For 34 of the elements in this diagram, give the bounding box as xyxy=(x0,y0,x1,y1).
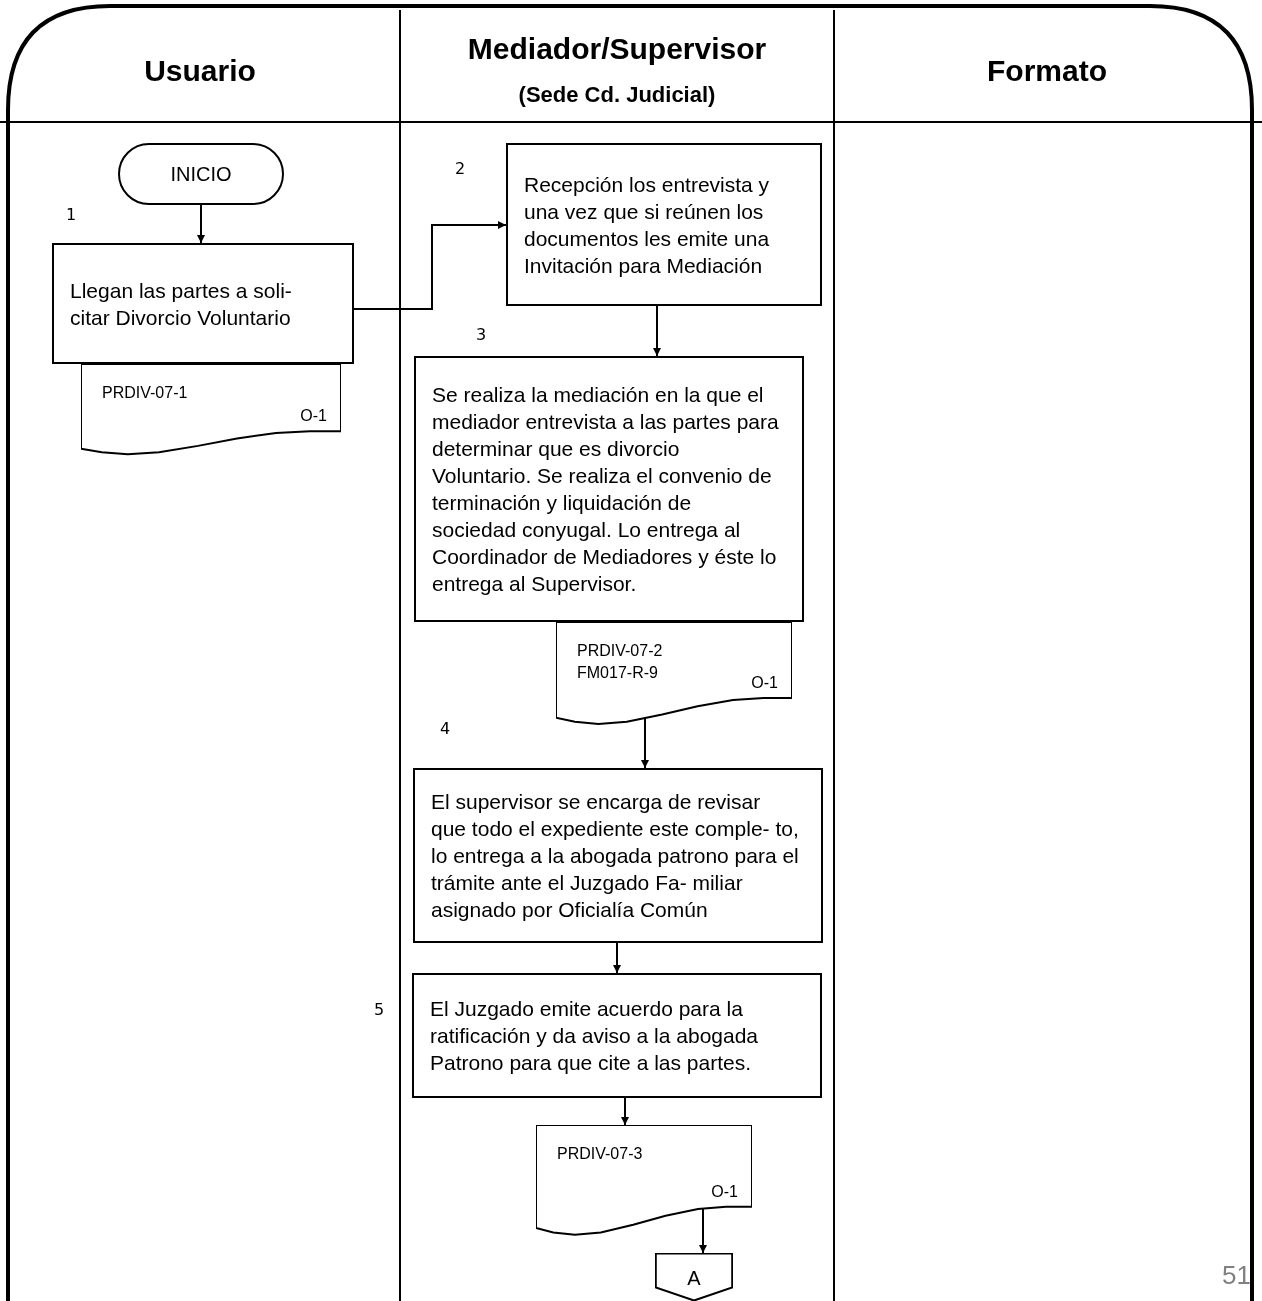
process-box: El supervisor se encarga de revisar que todo el expediente este comple- to, lo entrega a la abogada patrono para el trámite ante el Juzgado Fa- miliar asignado por Oficialía Común xyxy=(413,768,823,943)
step-number: 2 xyxy=(455,158,466,180)
arrow xyxy=(653,305,661,357)
start-terminal: INICIO xyxy=(118,143,284,205)
document-shape xyxy=(536,1125,752,1237)
lane-header: Formato xyxy=(986,53,1108,89)
step-number: 3 xyxy=(476,324,487,346)
document-code: O-1 xyxy=(300,406,327,427)
document-shape xyxy=(81,364,341,456)
process-box: Llegan las partes a soli- citar Divorcio Voluntario xyxy=(52,243,354,364)
document-code: FM017-R-9 xyxy=(577,663,658,683)
document-code: PRDIV-07-3 xyxy=(557,1144,643,1164)
arrow xyxy=(641,717,649,769)
document-code: O-1 xyxy=(711,1181,738,1202)
arrow xyxy=(699,1207,707,1254)
arrow xyxy=(621,1097,629,1126)
document-code: PRDIV-07-1 xyxy=(102,383,188,403)
lane-header: Usuario xyxy=(143,53,257,89)
page-number: 51 xyxy=(1222,1259,1251,1292)
lane-header: Mediador/Supervisor xyxy=(466,31,768,67)
document-shape xyxy=(556,622,792,726)
step-number: 4 xyxy=(440,718,451,740)
process-box: Recepción los entrevista y una vez que si reúnen los documentos les emite una Invitación para Mediación xyxy=(506,143,822,306)
document-code: O-1 xyxy=(751,672,778,693)
lane-subtitle: (Sede Cd. Judicial) xyxy=(517,81,717,109)
step-number: 1 xyxy=(66,204,77,226)
process-box: El Juzgado emite acuerdo para la ratificación y da aviso a la abogada Patrono para que cite a las partes. xyxy=(412,973,822,1098)
arrow xyxy=(613,942,621,974)
arrow xyxy=(197,204,205,244)
off-page-connector: A xyxy=(655,1253,733,1301)
document-code: PRDIV-07-2 xyxy=(577,641,663,661)
step-number: 5 xyxy=(374,999,385,1021)
arrow xyxy=(353,221,507,310)
process-box: Se realiza la mediación en la que el mediador entrevista a las partes para determinar que es divorcio Voluntario. Se realiza el convenio de terminación y liquidación de sociedad conyugal. Lo entrega al Coordinador de Mediadores y éste lo entrega al Supervisor. xyxy=(414,356,804,622)
